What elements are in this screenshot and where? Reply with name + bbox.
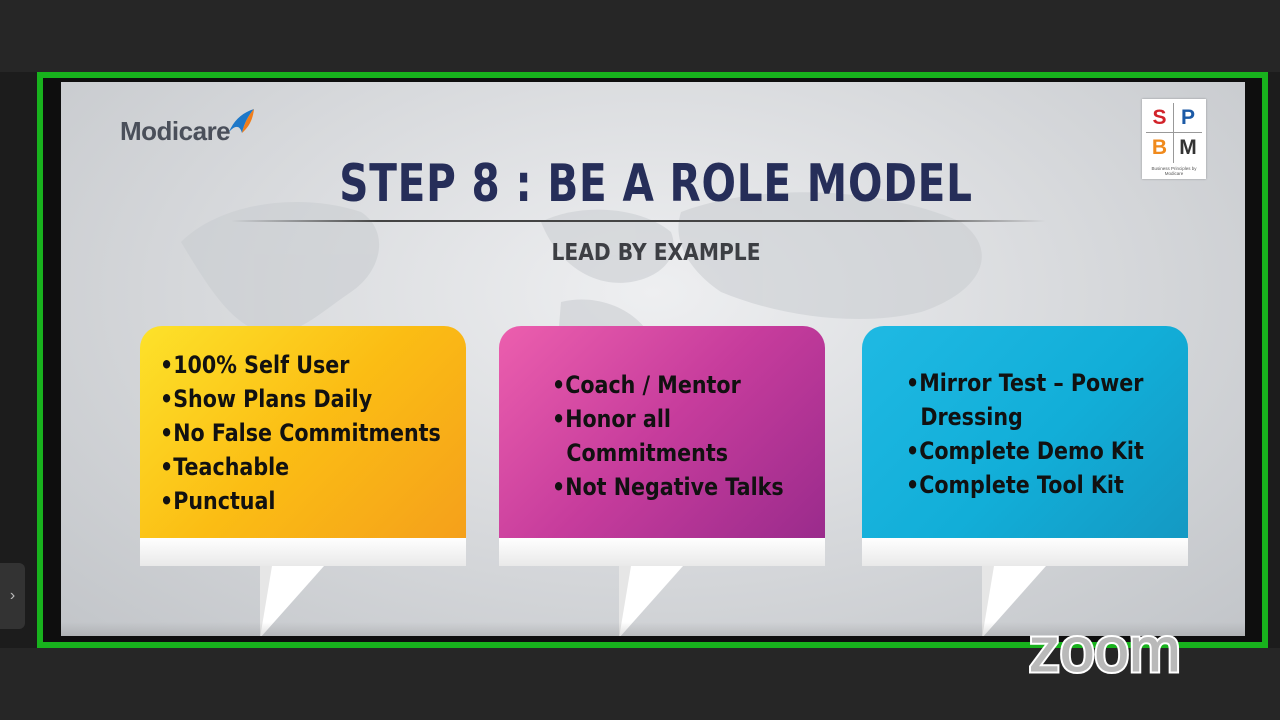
floor-shadow (61, 622, 1245, 636)
card-base (140, 538, 466, 566)
card-bullet: •Coach / Mentor (552, 371, 741, 399)
modicare-swoosh-icon (229, 109, 254, 133)
svg-text:zoom: zoom (1029, 616, 1181, 685)
card-bullet: •Complete Tool Kit (906, 471, 1124, 499)
zoom-watermark-logo: zoom zoom (1027, 615, 1183, 685)
slide-title: STEP 8 : BE A ROLE MODEL (339, 154, 973, 214)
card-bullet: •Complete Demo Kit (906, 437, 1144, 465)
callout-pointer (260, 566, 324, 636)
card-bullet-list: •Mirror Test – Power Dressing •Complete … (906, 366, 1144, 502)
panel-toggle-button[interactable]: › (0, 563, 25, 629)
top-bar (0, 0, 1280, 72)
spbm-logo: S P B M Business Principles by Modicare (1142, 99, 1206, 179)
card-presentation: •Mirror Test – Power Dressing •Complete … (862, 326, 1188, 538)
card-bullet: •Honor all (552, 405, 671, 433)
card-bullet-list: •100% Self User •Show Plans Daily •No Fa… (160, 348, 441, 518)
card-bullet: •Punctual (160, 487, 276, 515)
card-base (499, 538, 825, 566)
bottom-bar (0, 648, 1280, 720)
callout-pointer (619, 566, 683, 636)
card-bullet: Dressing (906, 403, 1023, 431)
title-divider (231, 220, 1046, 222)
card-bullet: •100% Self User (160, 351, 350, 379)
svg-text:zoom: zoom (1029, 616, 1181, 685)
card-base (862, 538, 1188, 566)
slide-subtitle: LEAD BY EXAMPLE (551, 240, 761, 266)
card-bullet: •Show Plans Daily (160, 385, 373, 413)
shared-screen-slide: Modicare S P B M Business Principles by … (61, 82, 1245, 636)
card-bullet: •Mirror Test – Power (906, 369, 1144, 397)
modicare-logo: Modicare (120, 116, 231, 146)
card-self-discipline: •100% Self User •Show Plans Daily •No Fa… (140, 326, 466, 538)
card-bullet: Commitments (552, 439, 729, 467)
callout-pointer (982, 566, 1046, 636)
chevron-right-icon: › (9, 587, 16, 604)
card-bullet: •No False Commitments (160, 419, 441, 447)
card-bullet: •Not Negative Talks (552, 473, 784, 501)
left-gutter (0, 72, 37, 648)
card-bullet: •Teachable (160, 453, 290, 481)
card-bullet-list: •Coach / Mentor •Honor all Commitments •… (552, 368, 784, 504)
card-mentorship: •Coach / Mentor •Honor all Commitments •… (499, 326, 825, 538)
right-gutter (1268, 72, 1280, 648)
